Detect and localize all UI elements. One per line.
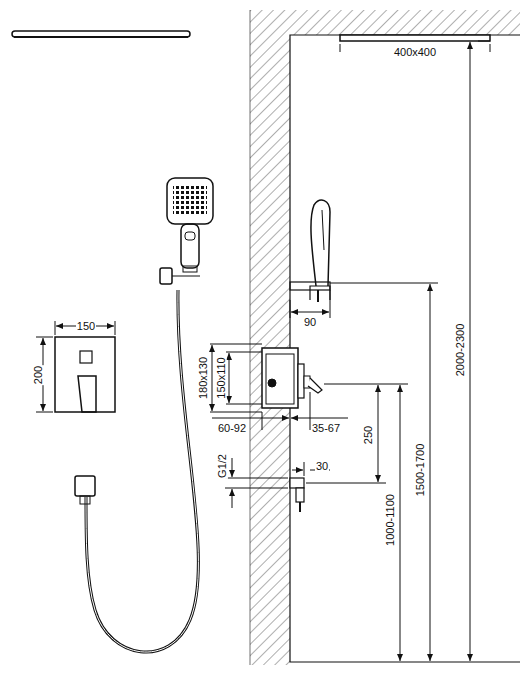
dimension-label: 150x110 — [215, 356, 227, 399]
dimension-label: 180x130 — [197, 356, 209, 400]
dimension-label: 400x400 — [393, 46, 437, 58]
dimension-label: 35-67 — [311, 422, 341, 434]
dimension-label: 90 — [303, 316, 317, 328]
dimension-label: 30 — [315, 460, 329, 472]
dimension-label: 200 — [32, 365, 44, 385]
thread-label: G1/2 — [216, 453, 228, 479]
dimension-label: 1500-1700 — [414, 443, 426, 498]
dimension-label: 2000-2300 — [454, 323, 466, 378]
dimension-label: 1000-1100 — [384, 493, 396, 547]
dimension-label: 250 — [362, 425, 374, 445]
dimension-label: 150 — [76, 320, 96, 332]
dimension-label: 60-92 — [217, 422, 247, 434]
